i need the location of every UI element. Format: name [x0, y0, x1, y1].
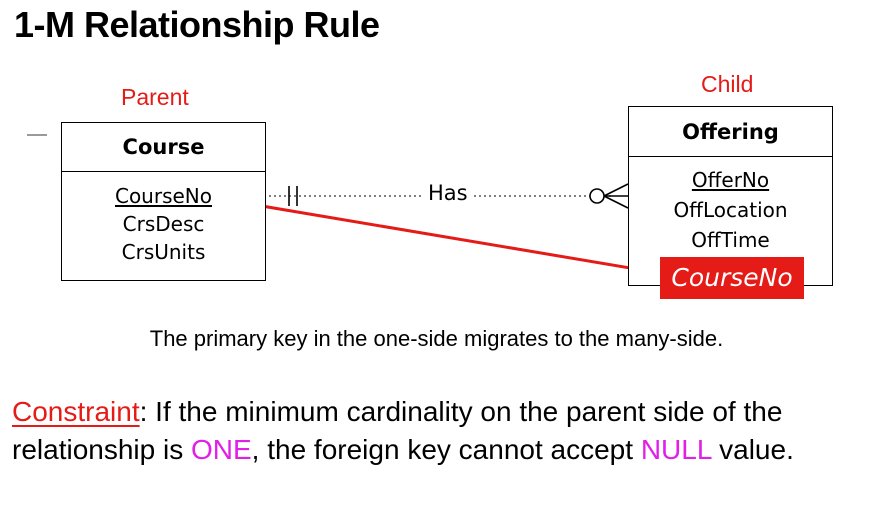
parent-entity-name: Course — [62, 123, 265, 172]
constraint-highlight-null: NULL — [640, 434, 712, 465]
relationship-label: Has — [424, 181, 472, 205]
diagram-caption: The primary key in the one-side migrates… — [149, 326, 724, 351]
constraint-text-2: , the foreign key cannot accept — [251, 434, 641, 465]
constraint-statement: Constraint: If the minimum cardinality o… — [12, 393, 864, 469]
constraint-label: Constraint — [12, 396, 140, 427]
crows-foot-lower — [603, 195, 629, 209]
child-entity-box: Offering OfferNo OffLocation OffTime — [628, 106, 833, 286]
constraint-text-1: : If the minimum cardinality on the pare… — [12, 396, 783, 465]
child-entity-name: Offering — [629, 107, 832, 157]
child-label: Child — [701, 71, 754, 97]
constraint-highlight-one: ONE — [190, 434, 252, 465]
parent-attribute: CrsUnits — [121, 240, 206, 264]
child-attribute: OffLocation — [673, 198, 788, 222]
parent-label: Parent — [121, 84, 189, 110]
migration-arrow-line — [231, 199, 643, 272]
slide-title: 1-M Relationship Rule — [14, 4, 380, 45]
parent-primary-key: CourseNo — [114, 184, 213, 208]
child-entity-attributes: OfferNo OffLocation OffTime — [629, 157, 832, 255]
decorative-dash — [27, 134, 47, 136]
parent-entity-box: Course CourseNo CrsDesc CrsUnits — [61, 122, 266, 281]
cardinality-zero-circle — [589, 188, 605, 204]
crows-foot-upper — [603, 183, 629, 197]
child-primary-key: OfferNo — [691, 168, 770, 192]
child-attribute: OffTime — [691, 228, 770, 252]
parent-attribute: CrsDesc — [122, 212, 205, 236]
foreign-key-highlight: CourseNo — [660, 257, 804, 299]
parent-entity-attributes: CourseNo CrsDesc CrsUnits — [62, 172, 265, 266]
constraint-text-3: value. — [711, 434, 794, 465]
